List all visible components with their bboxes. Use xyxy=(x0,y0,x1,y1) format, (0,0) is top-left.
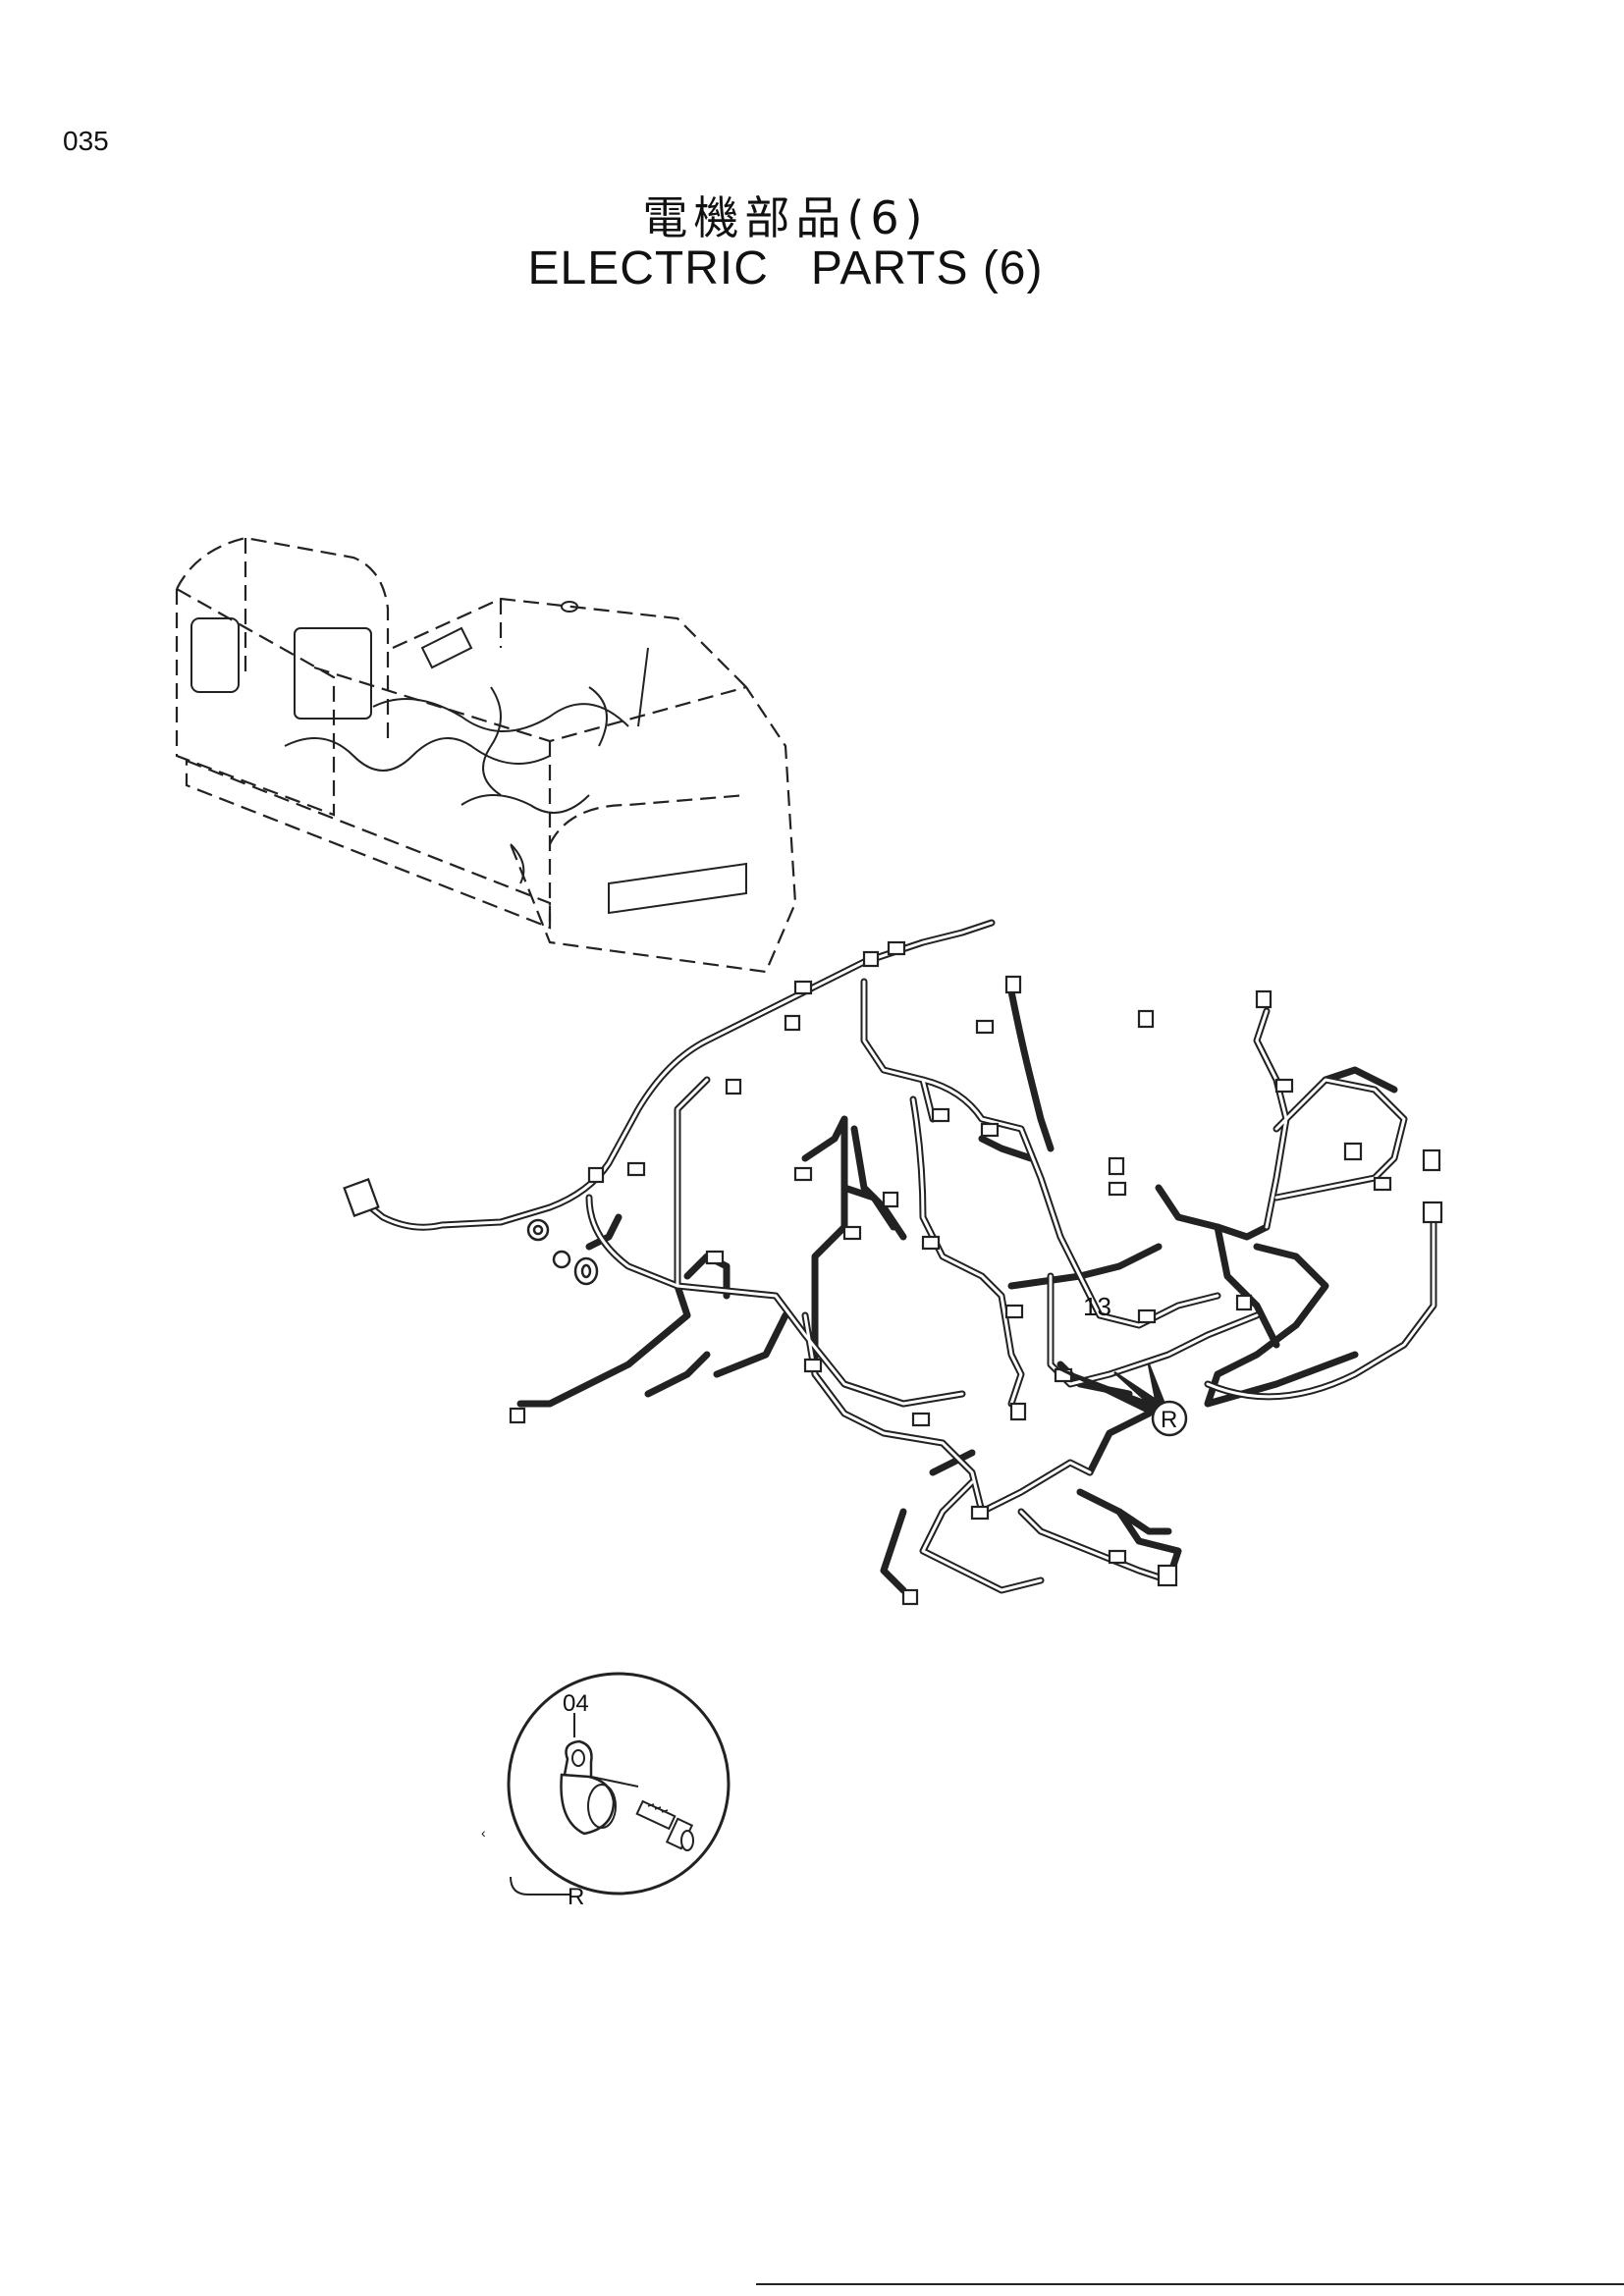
title-english: ELECTRIC PARTS (6) xyxy=(527,242,1044,294)
detail-inset-r-label: R xyxy=(568,1884,584,1910)
harness-connectors xyxy=(343,950,1443,1606)
detail-r-marker xyxy=(1151,1400,1188,1437)
wire-harness-highlight xyxy=(356,921,1435,1592)
page-number: 035 xyxy=(63,126,109,156)
footer-rule xyxy=(756,2283,1624,2285)
detail-inset: 04 R ‹ xyxy=(481,1672,731,1910)
detail-r-leaders xyxy=(1059,1363,1165,1415)
callout-13: 13 xyxy=(1083,1292,1111,1321)
excavator-solid-details xyxy=(190,601,747,915)
wire-harness xyxy=(354,919,1437,1594)
ring-terminals xyxy=(526,1218,599,1286)
svg-text:‹: ‹ xyxy=(481,1825,486,1841)
title-japanese: 電機部品(6) xyxy=(642,191,929,244)
detail-r-label: R xyxy=(1161,1407,1177,1433)
harness-clips xyxy=(626,940,1392,1565)
excavator-outline xyxy=(175,536,797,974)
detail-part-04: 04 xyxy=(563,1690,589,1717)
